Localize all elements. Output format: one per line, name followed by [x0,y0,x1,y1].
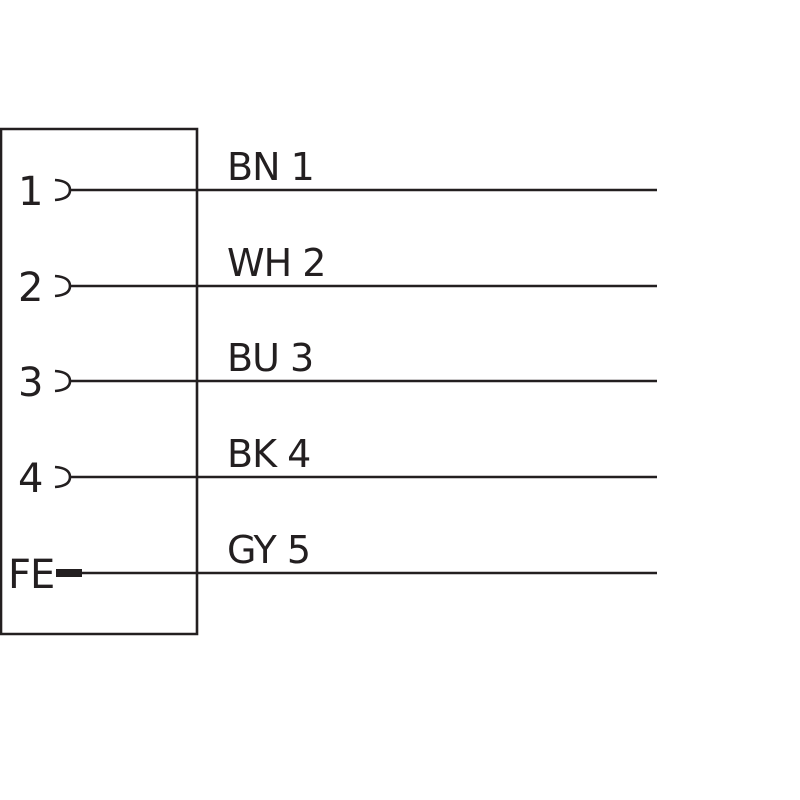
socket-contact-icon [54,178,72,202]
pin-row-fe: FE GY 5 [8,528,657,598]
wire-label: BU 3 [227,336,313,380]
socket-contact-icon [54,274,72,298]
wire-label: BN 1 [227,145,314,189]
pin-label: 4 [18,456,42,502]
pin-row-2: 2 WH 2 [18,241,657,311]
pin-row-3: 3 BU 3 [18,336,657,406]
wire-label: GY 5 [227,528,310,572]
pin-label: 3 [18,360,42,406]
pin-label: FE [8,552,54,598]
wire-label: BK 4 [227,432,310,476]
socket-contact-icon [54,369,72,393]
wire-label: WH 2 [227,241,325,285]
pin-row-4: 4 BK 4 [18,432,657,502]
pin-label: 1 [18,169,42,215]
pin-row-1: 1 BN 1 [18,145,657,215]
socket-contact-icon [54,465,72,489]
pin-label: 2 [18,265,42,311]
ground-contact-icon [56,569,82,577]
